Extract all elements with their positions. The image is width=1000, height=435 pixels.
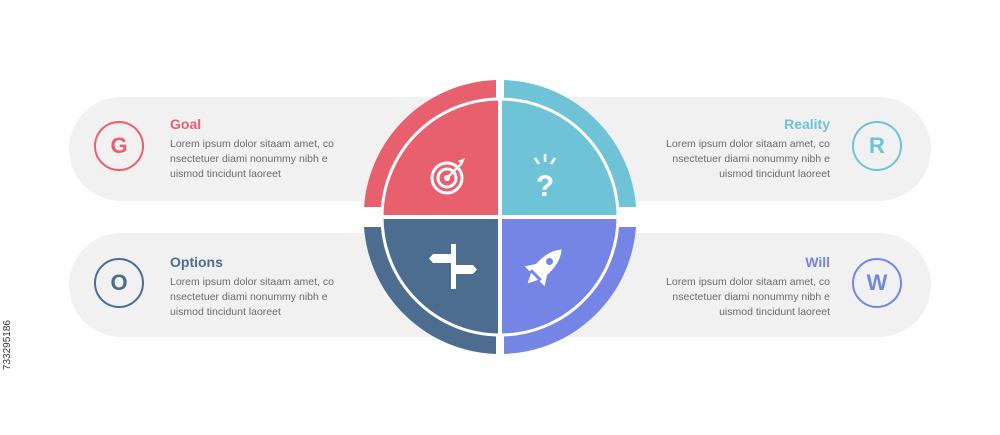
question-icon: ? [533, 154, 557, 203]
options-description: Lorem ipsum dolor sitaam amet, co nsecte… [170, 276, 334, 318]
will-text: Will Lorem ipsum dolor sitaam amet, co n… [650, 254, 830, 320]
options-letter-circle: O [94, 258, 144, 308]
will-letter-circle: W [852, 258, 902, 308]
reality-description: Lorem ipsum dolor sitaam amet, co nsecte… [666, 138, 830, 180]
options-text: Options Lorem ipsum dolor sitaam amet, c… [170, 254, 350, 320]
reality-text: Reality Lorem ipsum dolor sitaam amet, c… [650, 116, 830, 182]
target-icon [430, 158, 465, 195]
goal-description: Lorem ipsum dolor sitaam amet, co nsecte… [170, 138, 334, 180]
will-quadrant [500, 217, 618, 335]
stock-id-watermark: 733295186 [2, 320, 13, 371]
goal-text: Goal Lorem ipsum dolor sitaam amet, co n… [170, 116, 350, 182]
signpost-icon [429, 244, 477, 289]
options-title: Options [170, 254, 223, 270]
will-description: Lorem ipsum dolor sitaam amet, co nsecte… [666, 276, 830, 318]
svg-text:?: ? [536, 170, 554, 203]
reality-letter-circle: R [852, 121, 902, 171]
options-quadrant [382, 217, 500, 335]
goal-quadrant [382, 99, 500, 217]
reality-quadrant [500, 99, 618, 217]
goal-title: Goal [170, 116, 202, 132]
will-title: Will [805, 254, 830, 270]
reality-title: Reality [784, 116, 830, 132]
goal-letter-circle: G [94, 121, 144, 171]
